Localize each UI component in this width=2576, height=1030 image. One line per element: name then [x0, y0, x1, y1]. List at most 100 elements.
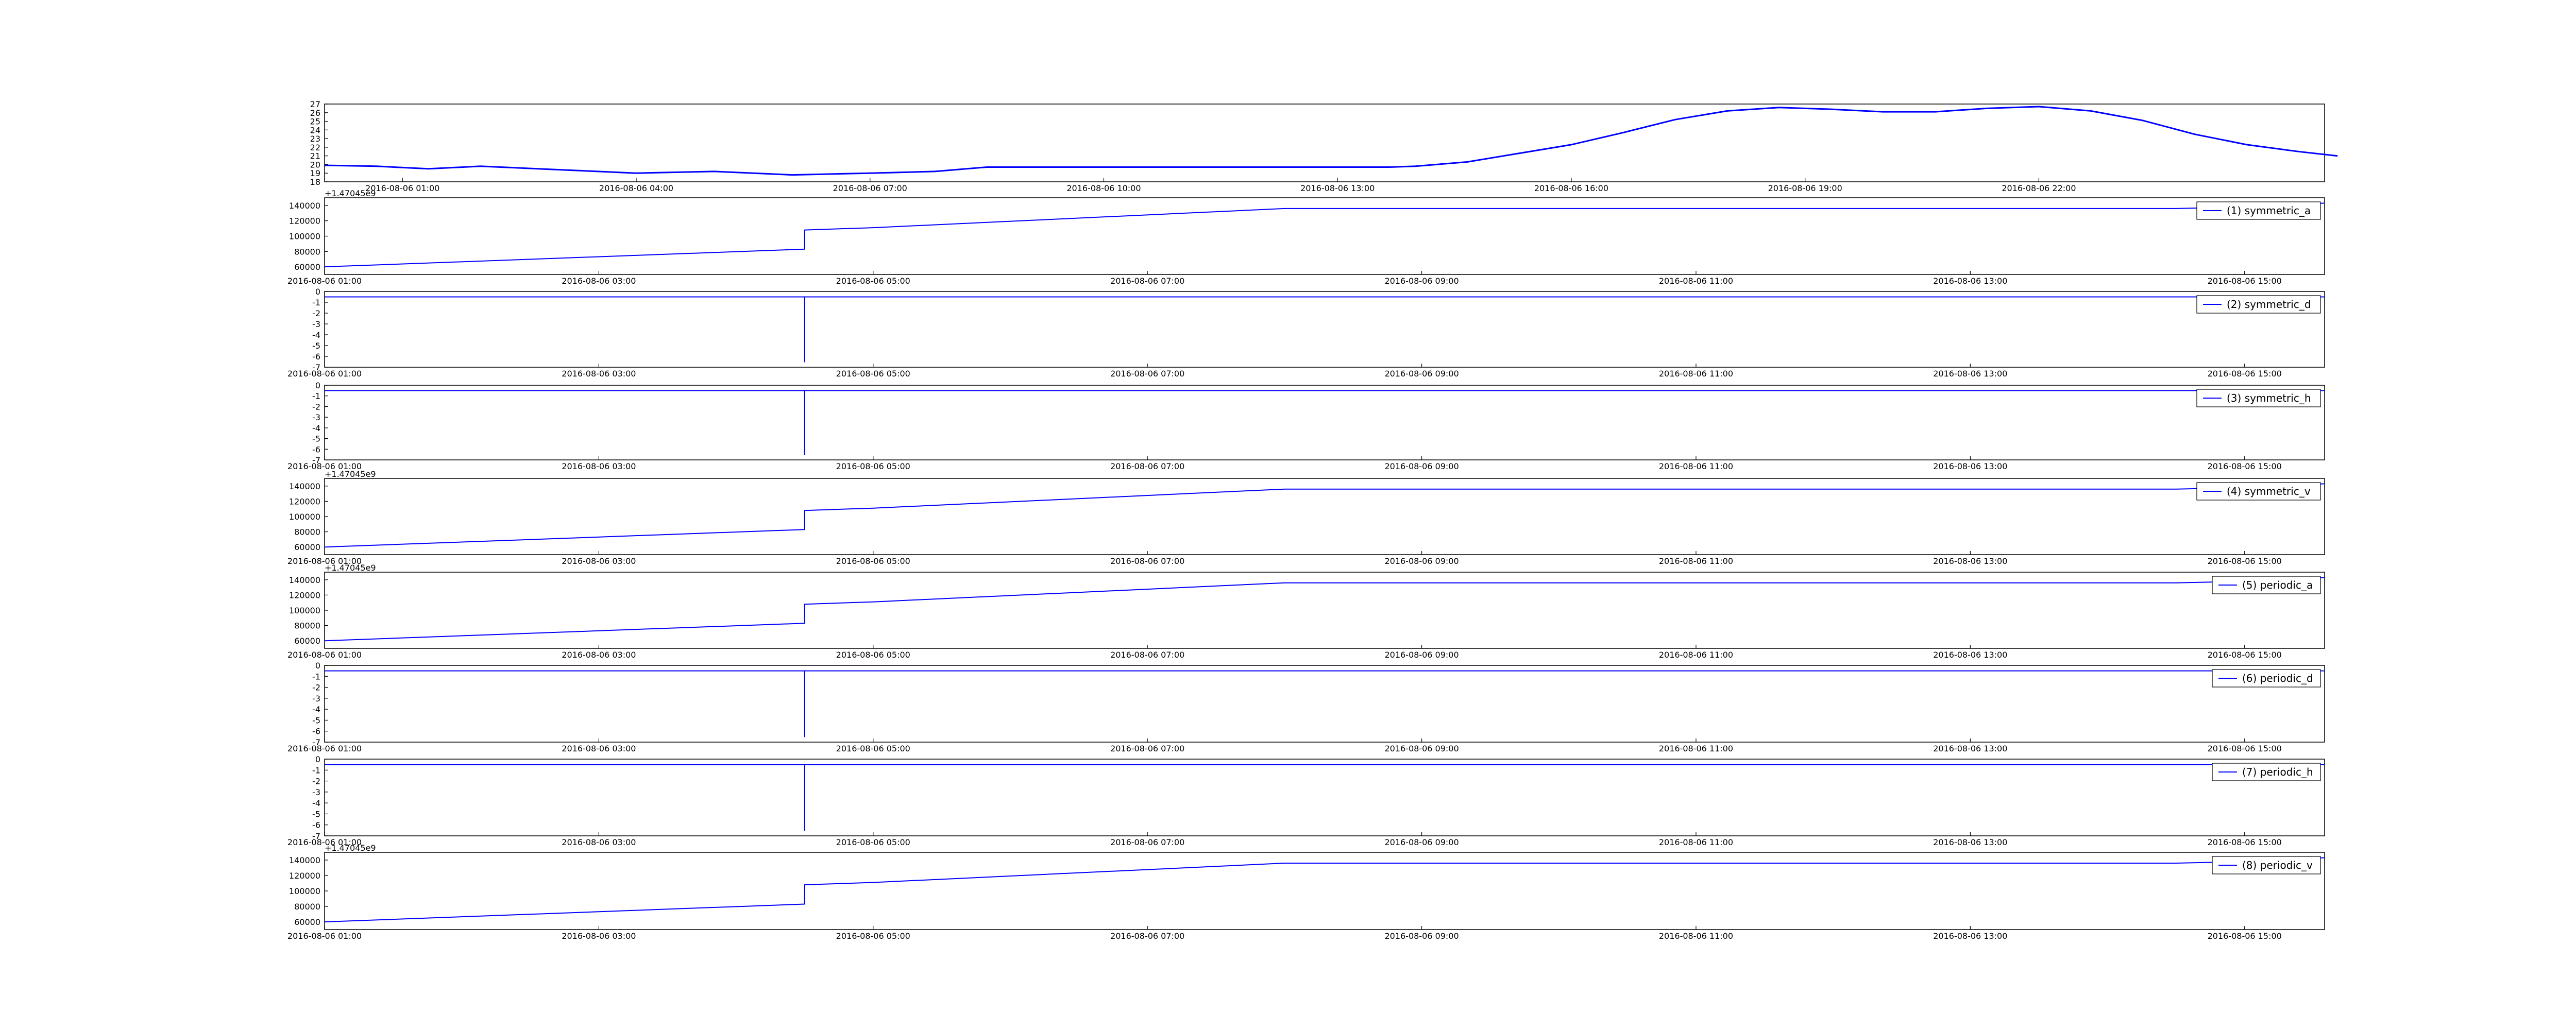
legend-label: (8) periodic_v — [2242, 859, 2313, 871]
x-tick-label: 2016-08-06 01:00 — [287, 931, 362, 941]
x-tick-label: 2016-08-06 01:00 — [365, 183, 439, 193]
y-tick-label: -7 — [312, 455, 320, 465]
y-tick-label: 0 — [315, 661, 320, 671]
legend: (4) symmetric_v — [2196, 482, 2321, 501]
x-tick-label: 2016-08-06 07:00 — [1110, 556, 1184, 566]
y-tick-label: -3 — [312, 787, 320, 797]
x-tick-label: 2016-08-06 01:00 — [287, 650, 362, 660]
x-tick-label: 2016-08-06 11:00 — [1659, 744, 1733, 753]
y-tick-label: 80000 — [294, 902, 320, 912]
x-tick-label: 2016-08-06 15:00 — [2208, 744, 2282, 753]
x-tick-label: 2016-08-06 13:00 — [1933, 556, 2007, 566]
y-tick-label: -3 — [312, 319, 320, 329]
y-tick-label: 140000 — [289, 482, 320, 491]
x-tick-label: 2016-08-06 09:00 — [1384, 461, 1459, 471]
x-tick-label: 2016-08-06 03:00 — [562, 276, 636, 286]
y-tick-label: -2 — [312, 402, 320, 411]
y-tick-label: 80000 — [294, 527, 320, 537]
x-tick-label: 2016-08-06 01:00 — [287, 369, 362, 379]
y-tick-label: -6 — [312, 444, 320, 454]
legend-label: (3) symmetric_h — [2227, 392, 2311, 404]
series-line — [324, 202, 2325, 268]
series-line — [324, 483, 2325, 548]
plot-frame — [324, 759, 2325, 836]
legend: (5) periodic_a — [2212, 576, 2321, 594]
x-tick-label: 2016-08-06 05:00 — [836, 276, 910, 286]
x-tick-label: 2016-08-06 05:00 — [836, 369, 910, 379]
x-tick-label: 2016-08-06 09:00 — [1384, 276, 1459, 286]
y-tick-label: 18 — [310, 177, 320, 187]
x-tick-label: 2016-08-06 15:00 — [2208, 556, 2282, 566]
y-tick-label: 140000 — [289, 575, 320, 585]
plot-frame — [324, 665, 2325, 743]
y-tick-label: 19 — [310, 168, 320, 178]
x-tick-label: 2016-08-06 03:00 — [562, 931, 636, 941]
x-tick-label: 2016-08-06 05:00 — [836, 837, 910, 847]
y-tick-label: 100000 — [289, 232, 320, 242]
y-tick-label: -1 — [312, 391, 320, 401]
x-tick-label: 2016-08-06 09:00 — [1384, 650, 1459, 660]
x-tick-label: 2016-08-06 11:00 — [1659, 650, 1733, 660]
y-tick-label: 100000 — [289, 512, 320, 522]
y-tick-label: -1 — [312, 765, 320, 775]
y-tick-label: -7 — [312, 737, 320, 747]
series-line — [324, 577, 2325, 642]
x-tick-label: 2016-08-06 11:00 — [1659, 931, 1733, 941]
plot-frame — [324, 104, 2325, 182]
x-tick-label: 2016-08-06 03:00 — [562, 650, 636, 660]
y-tick-label: -3 — [312, 694, 320, 703]
x-tick-label: 2016-08-06 03:00 — [562, 744, 636, 753]
y-tick-label: 80000 — [294, 247, 320, 256]
y-tick-label: -6 — [312, 727, 320, 736]
axis-offset-text: +1.47045e9 — [325, 563, 376, 573]
x-tick-label: 2016-08-06 01:00 — [287, 837, 362, 847]
legend-label: (1) symmetric_a — [2227, 204, 2311, 217]
axis-offset-text: +1.47045e9 — [325, 188, 376, 198]
x-tick-label: 2016-08-06 07:00 — [1110, 461, 1184, 471]
x-tick-label: 2016-08-06 09:00 — [1384, 837, 1459, 847]
y-tick-label: 140000 — [289, 855, 320, 865]
x-tick-label: 2016-08-06 16:00 — [1534, 183, 1608, 193]
y-tick-label: 22 — [310, 143, 320, 152]
y-tick-label: 0 — [315, 381, 320, 390]
x-tick-label: 2016-08-06 11:00 — [1659, 556, 1733, 566]
x-tick-label: 2016-08-06 13:00 — [1933, 461, 2007, 471]
x-tick-label: 2016-08-06 03:00 — [562, 369, 636, 379]
legend: (2) symmetric_d — [2196, 295, 2321, 314]
x-tick-label: 2016-08-06 11:00 — [1659, 837, 1733, 847]
x-tick-label: 2016-08-06 01:00 — [287, 461, 362, 471]
axis-offset-text: +1.47045e9 — [325, 843, 376, 853]
x-tick-label: 2016-08-06 05:00 — [836, 556, 910, 566]
y-tick-label: 24 — [310, 125, 320, 135]
x-tick-label: 2016-08-06 13:00 — [1300, 183, 1375, 193]
legend: (3) symmetric_h — [2196, 389, 2321, 407]
x-tick-label: 2016-08-06 13:00 — [1933, 744, 2007, 753]
plot-frame — [324, 572, 2325, 649]
plot-frame — [324, 291, 2325, 368]
x-tick-label: 2016-08-06 09:00 — [1384, 369, 1459, 379]
y-tick-label: 25 — [310, 117, 320, 127]
series-line — [325, 670, 2325, 737]
x-tick-label: 2016-08-06 15:00 — [2208, 369, 2282, 379]
y-tick-label: 100000 — [289, 886, 320, 896]
y-tick-label: 120000 — [289, 496, 320, 506]
y-tick-label: -5 — [312, 341, 320, 351]
x-tick-label: 2016-08-06 15:00 — [2208, 931, 2282, 941]
series-line — [324, 857, 2325, 922]
x-tick-label: 2016-08-06 04:00 — [599, 183, 673, 193]
y-tick-label: -4 — [312, 330, 320, 340]
y-tick-label: -7 — [312, 363, 320, 372]
plot-frame — [324, 478, 2325, 555]
x-tick-label: 2016-08-06 03:00 — [562, 461, 636, 471]
x-tick-label: 2016-08-06 07:00 — [1110, 837, 1184, 847]
x-tick-label: 2016-08-06 09:00 — [1384, 931, 1459, 941]
x-tick-label: 2016-08-06 19:00 — [1768, 183, 1842, 193]
y-tick-label: 120000 — [289, 216, 320, 226]
legend: (7) periodic_h — [2212, 763, 2321, 781]
